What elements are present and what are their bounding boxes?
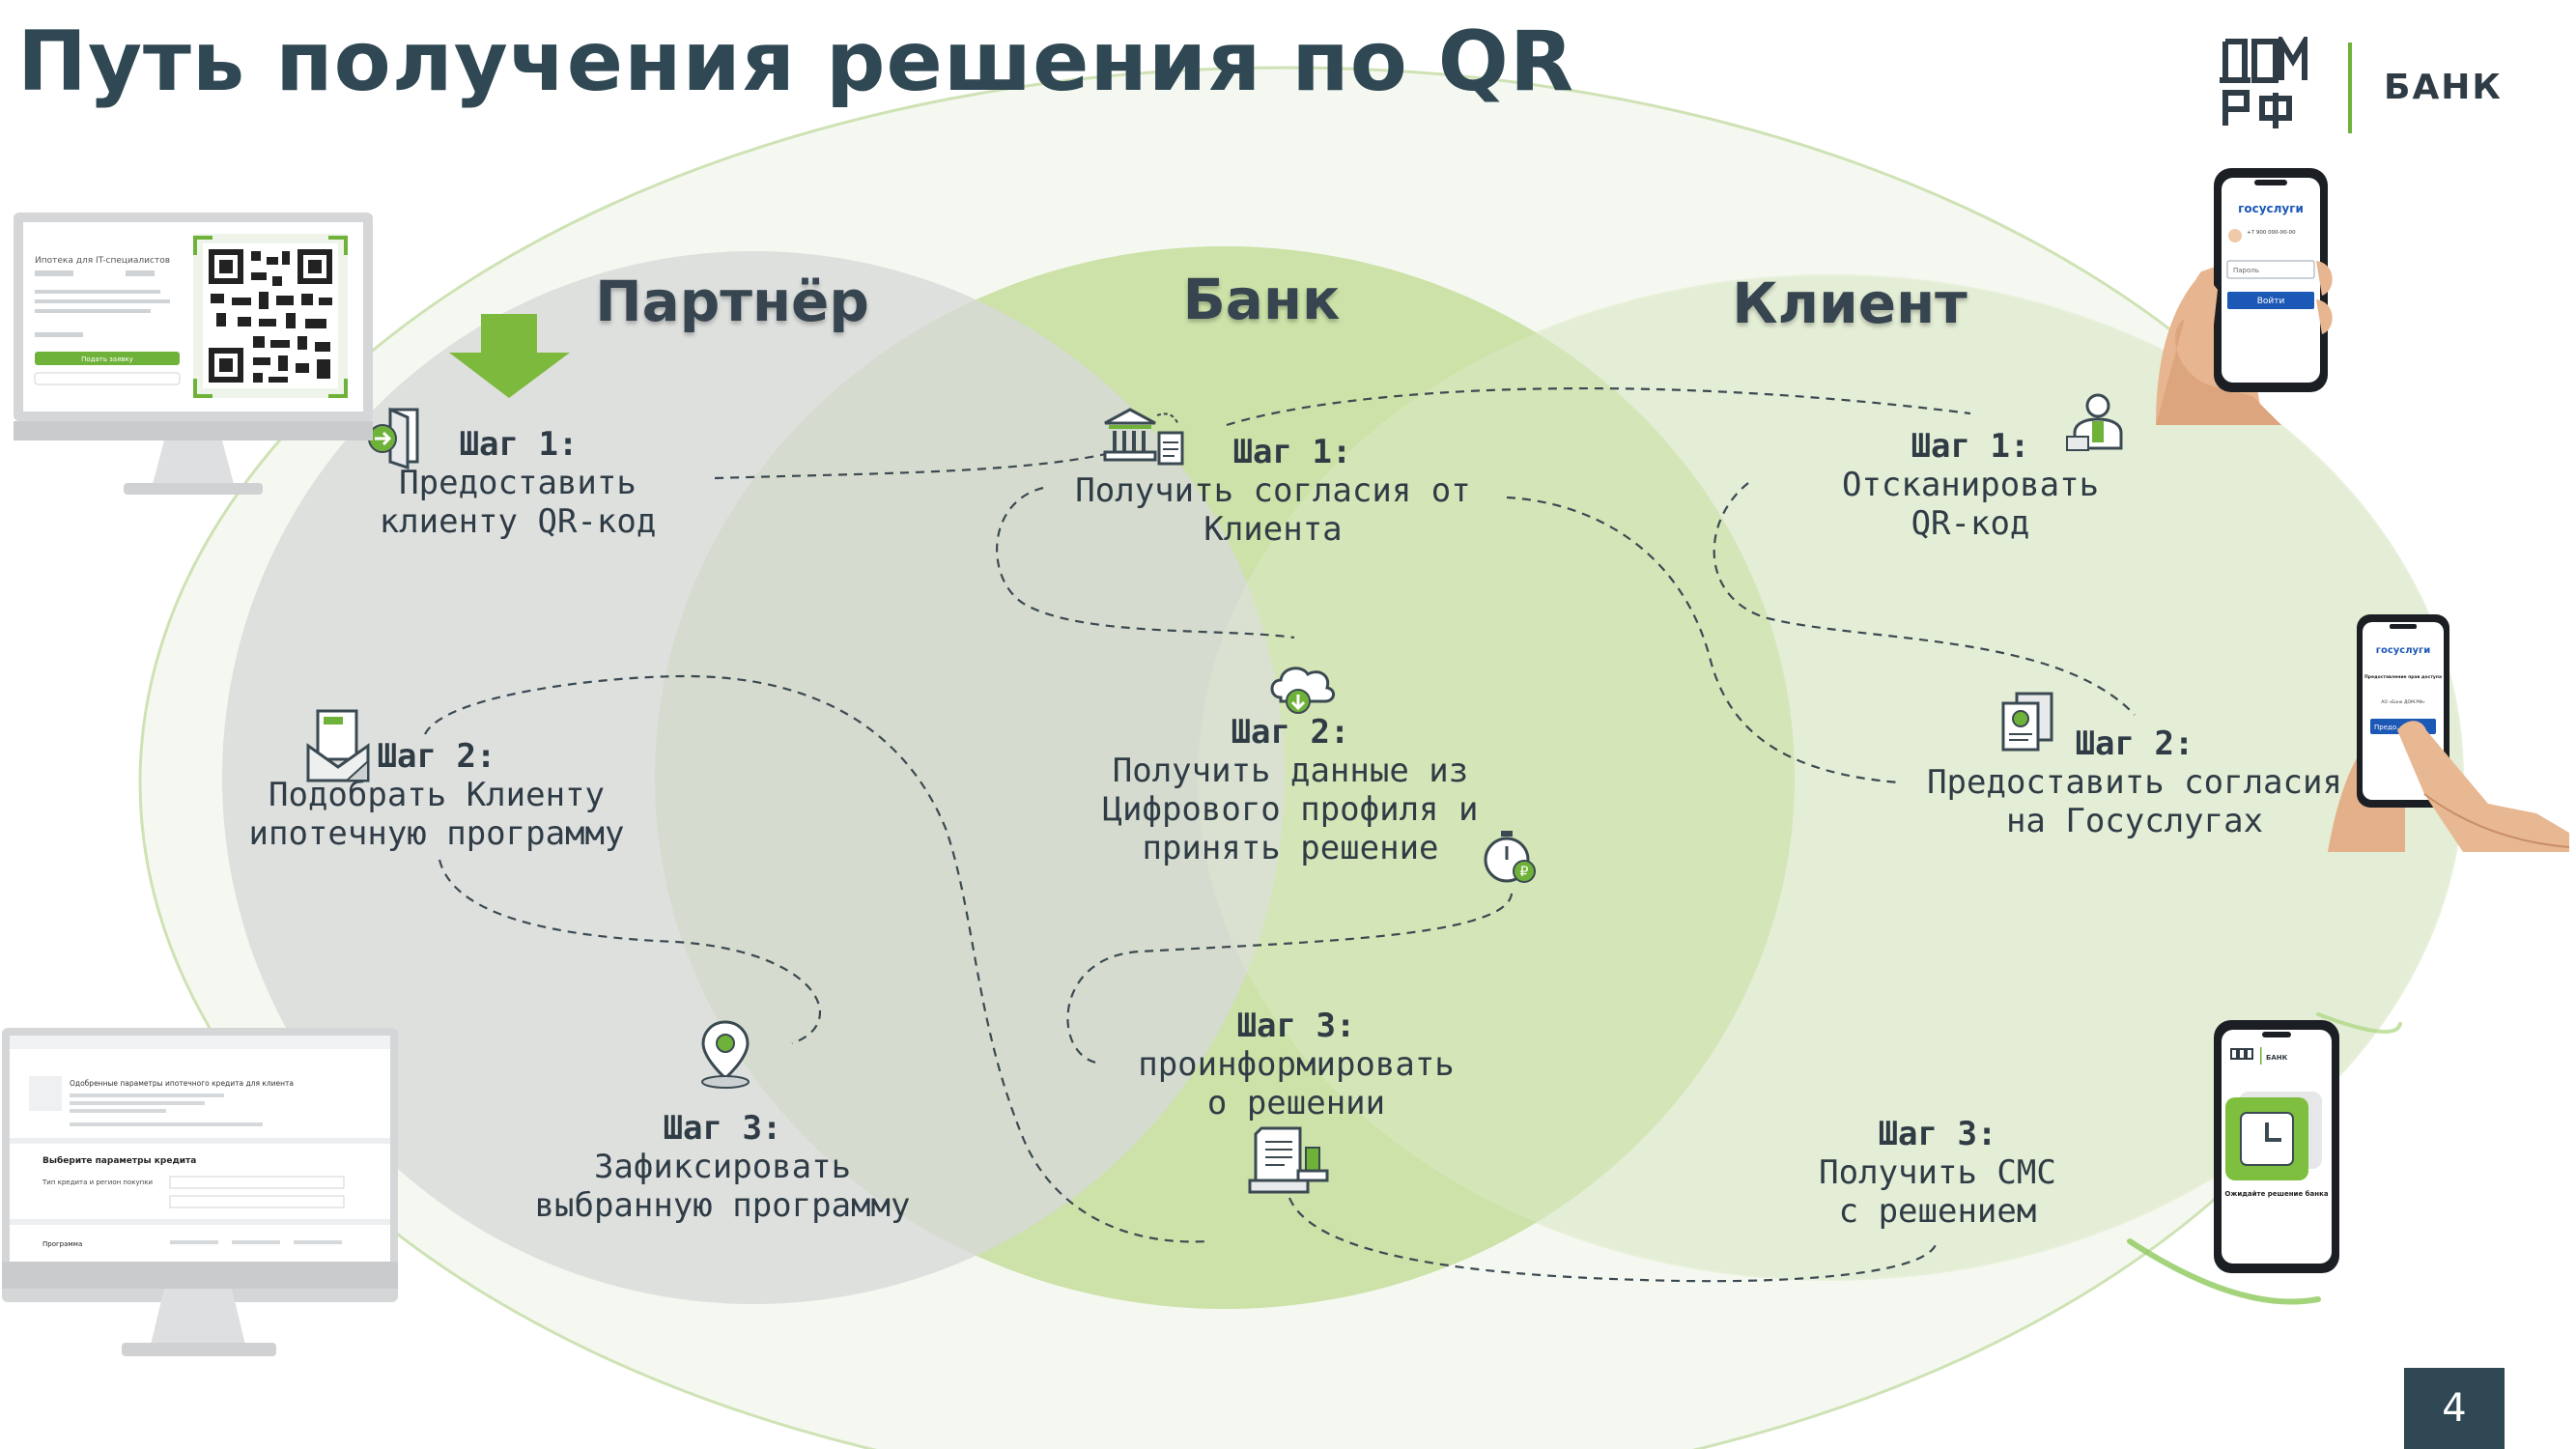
step-heading: Шаг 1: bbox=[1911, 427, 2030, 466]
monitor-2-programs: Программа bbox=[42, 1240, 82, 1248]
svg-text:₽: ₽ bbox=[1520, 865, 1529, 880]
monitor-1-button: Подать заявку bbox=[81, 355, 133, 363]
monitor-parameters-screen: Одобренные параметры ипотечного кредита … bbox=[2, 1028, 398, 1356]
step-text: на Госуслугах bbox=[2005, 802, 2264, 840]
step-heading: Шаг 3: bbox=[1236, 1007, 1356, 1045]
page-title: Путь получения решения по QR bbox=[17, 14, 1575, 110]
qr-code-icon bbox=[203, 243, 338, 388]
client-circle-title: Клиент bbox=[1732, 270, 1967, 336]
step-heading: Шаг 2: bbox=[377, 737, 496, 776]
consent-button: Предо... bbox=[2374, 724, 2403, 731]
partner-circle bbox=[222, 251, 1285, 1304]
gosuslugi-login-button: Войти bbox=[2257, 297, 2285, 306]
domrf-logo bbox=[2220, 37, 2352, 133]
door-enter-icon bbox=[368, 407, 419, 470]
step-text: проинформировать bbox=[1138, 1045, 1455, 1084]
step-heading: Шаг 1: bbox=[1232, 433, 1352, 471]
bank-step-3: Шаг 3: проинформировать о решении bbox=[1138, 1007, 1455, 1122]
step-text: принять решение bbox=[1142, 829, 1439, 867]
step-heading: Шаг 1: bbox=[459, 425, 579, 464]
step-text: Подобрать Клиенту bbox=[269, 776, 605, 814]
client-step-1: Шаг 1: Отсканировать QR-код bbox=[1842, 427, 2099, 543]
partner-step-3: Шаг 3: Зафиксировать выбранную программу bbox=[535, 1109, 911, 1225]
cloud-download-icon bbox=[1270, 667, 1335, 714]
step-heading: Шаг 3: bbox=[663, 1109, 782, 1148]
phone-gosuslugi-login: госуслуги +7 900 000-00-00 Пароль Войти bbox=[2156, 168, 2333, 425]
step-text: выбранную программу bbox=[534, 1186, 911, 1225]
document-envelope-icon bbox=[306, 709, 370, 782]
gosuslugi-phone-field: +7 900 000-00-00 bbox=[2247, 230, 2296, 236]
bank-app-label: БАНК bbox=[2266, 1054, 2288, 1062]
monitor-2-field: Тип кредита и регион покупки bbox=[42, 1179, 153, 1186]
step-heading: Шаг 2: bbox=[2075, 724, 2194, 763]
step-text: Предоставить согласия bbox=[1927, 763, 2342, 802]
step-text: Предоставить bbox=[399, 464, 637, 502]
document-stamp-icon bbox=[1248, 1126, 1329, 1194]
page-number: 4 bbox=[2404, 1368, 2505, 1449]
monitor-qr-screen: Ипотека для IT-специалистов Подать заявк… bbox=[14, 213, 373, 495]
stopwatch-ruble-icon: ₽ bbox=[1484, 831, 1536, 883]
down-arrow-icon bbox=[449, 314, 570, 398]
gosuslugi-password-field: Пароль bbox=[2233, 267, 2259, 274]
monitor-2-section: Выберите параметры кредита bbox=[42, 1155, 196, 1166]
gosuslugi-brand: госуслуги bbox=[2238, 202, 2304, 215]
step-text: с решением bbox=[1838, 1192, 2037, 1231]
bank-step-2: Шаг 2: Получить данные из Цифрового проф… bbox=[1103, 713, 1479, 867]
bank-step-1: Шаг 1: Получить согласия от Клиента bbox=[1075, 433, 1470, 549]
bank-circle-title: Банк bbox=[1182, 267, 1341, 332]
client-step-2: Шаг 2: Предоставить согласия на Госуслуг… bbox=[1927, 724, 2342, 840]
consent-documents-icon bbox=[2001, 692, 2053, 752]
step-heading: Шаг 3: bbox=[1878, 1115, 1997, 1153]
consent-gosuslugi-brand: госуслуги bbox=[2376, 645, 2431, 656]
step-text: Получить согласия от bbox=[1075, 471, 1471, 510]
bank-app-message: Ожидайте решение банка bbox=[2224, 1190, 2328, 1198]
partner-step-2: Шаг 2: Подобрать Клиенту ипотечную прогр… bbox=[249, 737, 625, 853]
step-text: ипотечную программу bbox=[248, 814, 625, 853]
step-heading: Шаг 2: bbox=[1231, 713, 1350, 752]
step-text: Клиента bbox=[1203, 510, 1343, 549]
step-text: Получить СМС bbox=[1819, 1153, 2056, 1192]
step-text: клиенту QR-код bbox=[379, 502, 657, 541]
phone-bank-app: БАНК Ожидайте решение банка bbox=[2214, 1020, 2339, 1273]
consent-org: АО «Банк ДОМ.РФ» bbox=[2381, 699, 2425, 705]
partner-circle-title: Партнёр bbox=[595, 269, 869, 334]
partner-step-1: Шаг 1: Предоставить клиенту QR-код bbox=[380, 425, 657, 541]
logo-bank-label: БАНК bbox=[2384, 68, 2503, 107]
step-text: Цифрового профиля и bbox=[1102, 790, 1479, 829]
client-step-3: Шаг 3: Получить СМС с решением bbox=[1819, 1115, 2056, 1231]
consent-heading: Предоставление прав доступа bbox=[2364, 674, 2442, 680]
step-text: о решении bbox=[1206, 1084, 1386, 1122]
monitor-1-heading: Ипотека для IT-специалистов bbox=[35, 256, 170, 266]
step-text: QR-код bbox=[1911, 504, 2030, 543]
step-text: Зафиксировать bbox=[593, 1148, 852, 1186]
location-pin-icon bbox=[701, 1020, 750, 1089]
phone-gosuslugi-consent: госуслуги Предоставление прав доступа АО… bbox=[2328, 614, 2569, 852]
monitor-2-heading: Одобренные параметры ипотечного кредита … bbox=[70, 1079, 294, 1088]
user-profile-icon bbox=[2066, 393, 2123, 451]
bank-building-icon bbox=[1103, 408, 1184, 466]
step-text: Отсканировать bbox=[1841, 466, 2100, 504]
step-text: Получить данные из bbox=[1112, 752, 1469, 790]
